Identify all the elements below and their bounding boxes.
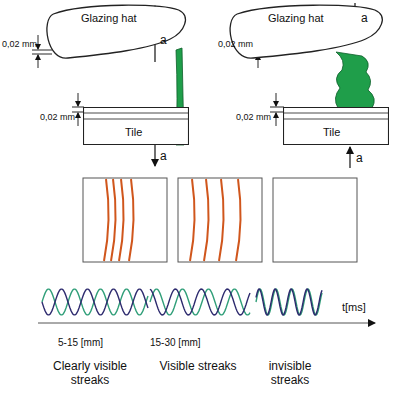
streak-spacing: 5-15 [mm] [58,337,103,349]
tile-label: Tile [323,126,389,138]
streak-caption: Clearly visible streaks [40,360,140,388]
wave-line [42,289,148,315]
wave-line [42,289,148,315]
wave-line [256,289,322,315]
wave-line [150,289,250,315]
dimension-label: 0,02 mm [2,39,37,49]
force-arrow [349,147,350,168]
wave-line [256,289,322,315]
tile-block: Tile [83,107,189,145]
streak-caption: Visible streaks [158,360,238,374]
streak-spacing: 15-30 [mm] [150,337,201,349]
glazing-hat: Glazing hat [228,4,384,61]
force-label: a [356,152,363,166]
tile-block: Tile [283,107,389,145]
force-label: a [361,12,368,26]
dimension-label: 0,02 mm [40,112,75,122]
signal-waves [42,289,322,315]
streak-panels [83,178,357,262]
streaks [104,179,241,261]
hat-label: Glazing hat [81,12,187,24]
force-label: a [160,34,167,48]
axis-label: t[ms] [342,301,366,314]
wave-line [150,289,250,315]
force-label: a [160,150,167,164]
glazing-hat: Glazing hat [45,4,187,61]
streak-caption: invisible streaks [250,360,330,388]
tile-label: Tile [125,126,189,138]
dimension-label: 0,02 mm [236,112,271,122]
dimension-label: 0,02 mm [218,39,253,49]
time-axis [38,323,375,324]
force-arrow [154,145,155,166]
glaze-blob [335,52,374,108]
